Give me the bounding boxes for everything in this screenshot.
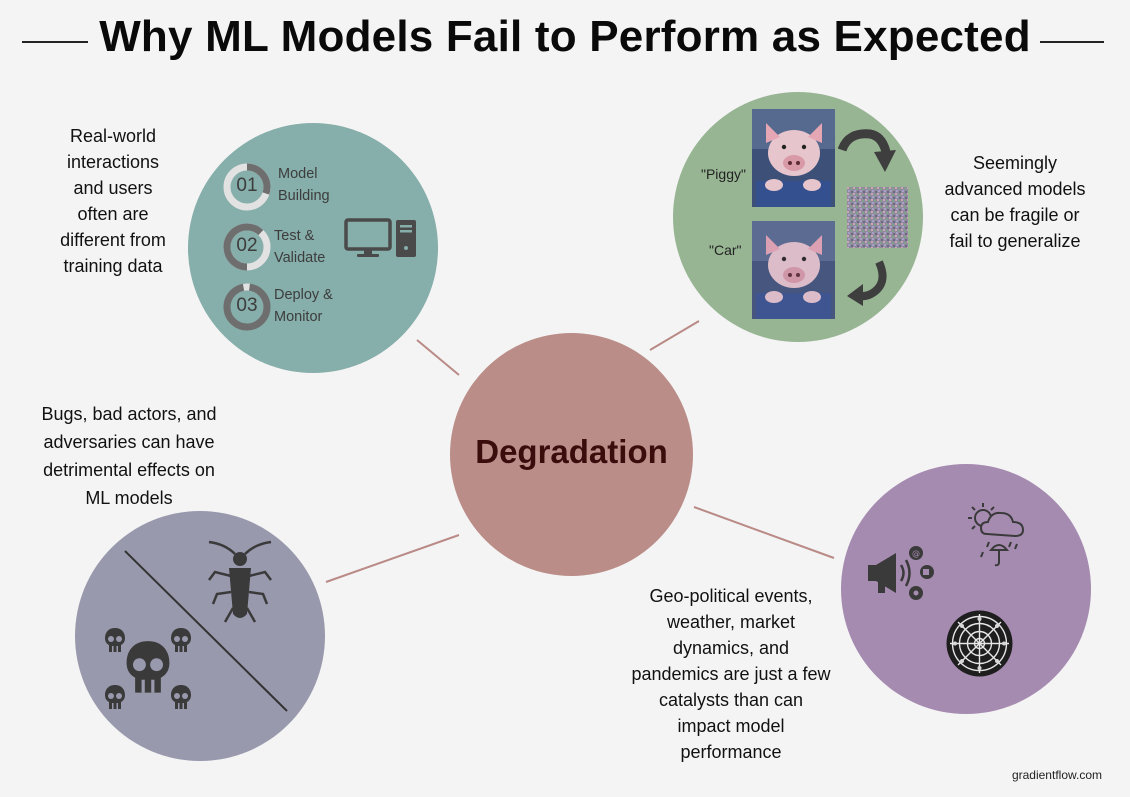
bug-icon	[208, 540, 272, 623]
bottom-left-caption: Bugs, bad actors, and adversaries can ha…	[18, 400, 240, 512]
caption-line: Seemingly	[972, 153, 1058, 173]
skull-icon	[171, 628, 191, 652]
degradation-circle	[450, 333, 693, 576]
step-label-line: Monitor	[274, 309, 323, 325]
curved-arrow-back-icon	[847, 260, 887, 306]
step-label: Model Building	[278, 163, 330, 207]
title-rule-right	[1040, 41, 1104, 43]
caption-line: different from	[60, 230, 166, 250]
top-left-caption: Real-world interactions and users often …	[28, 123, 198, 279]
skull-icon	[105, 628, 125, 652]
caption-line: can be fragile or	[950, 205, 1080, 225]
noise-pattern-image	[847, 187, 908, 248]
title-rule-left	[22, 41, 88, 43]
page-title: Why ML Models Fail to Perform as Expecte…	[99, 12, 1031, 61]
step-ring-02	[223, 223, 271, 271]
connector-top-left	[416, 339, 460, 376]
step-ring-03	[223, 283, 271, 331]
caption-line: dynamics, and	[672, 638, 790, 658]
virus-image	[946, 610, 1013, 677]
step-number: 02	[236, 235, 258, 256]
caption-line: catalysts than can	[658, 690, 804, 710]
bottom-right-caption: Geo-political events, weather, market dy…	[618, 583, 844, 765]
caption-line: Bugs, bad actors, and	[41, 404, 217, 424]
connector-bottom-right	[693, 506, 835, 559]
caption-line: Real-world	[69, 126, 157, 146]
caption-line: impact model	[677, 716, 785, 736]
divider-diagonal	[124, 550, 288, 712]
top-right-caption: Seemingly advanced models can be fragile…	[930, 150, 1100, 254]
step-label-line: Validate	[274, 250, 326, 266]
caption-line: weather, market	[666, 612, 796, 632]
degradation-label: Degradation	[475, 433, 668, 470]
weather-icon	[968, 503, 1025, 567]
step-label-line: Building	[278, 188, 330, 204]
step-number: 01	[236, 175, 258, 196]
caption-line: performance	[680, 742, 782, 762]
curved-arrow-down-icon	[838, 129, 896, 172]
label-car: "Car"	[709, 242, 742, 258]
footer-source: gradientflow.com	[1011, 768, 1102, 782]
skull-icon	[171, 685, 191, 709]
label-piggy: "Piggy"	[701, 166, 746, 182]
step-label-line: Deploy &	[274, 287, 333, 303]
caption-line: training data	[63, 256, 163, 276]
caption-line: adversaries can have	[43, 432, 215, 452]
skull-icon	[126, 641, 170, 693]
desktop-computer-icon	[344, 218, 416, 257]
pig-image-perturbed	[752, 221, 835, 319]
step-label-line: Model	[278, 166, 318, 182]
caption-line: advanced models	[944, 179, 1086, 199]
skull-icon	[105, 685, 125, 709]
connector-bottom-left	[325, 534, 460, 583]
pig-image-original	[752, 109, 835, 207]
caption-line: interactions	[66, 152, 160, 172]
step-label-line: Test &	[274, 228, 315, 244]
megaphone-icon: @	[868, 546, 934, 600]
caption-line: Geo-political events,	[649, 586, 813, 606]
caption-line: and users	[73, 178, 153, 198]
step-ring-01	[223, 163, 271, 211]
caption-line: often are	[77, 204, 149, 224]
step-label: Deploy & Monitor	[274, 284, 333, 328]
connector-top-right	[649, 320, 700, 351]
step-number: 03	[236, 295, 258, 316]
caption-line: ML models	[85, 488, 173, 508]
svg-text:@: @	[912, 549, 920, 558]
caption-line: detrimental effects on	[43, 460, 215, 480]
caption-line: pandemics are just a few	[631, 664, 831, 684]
caption-line: fail to generalize	[949, 231, 1081, 251]
step-label: Test & Validate	[274, 225, 325, 269]
